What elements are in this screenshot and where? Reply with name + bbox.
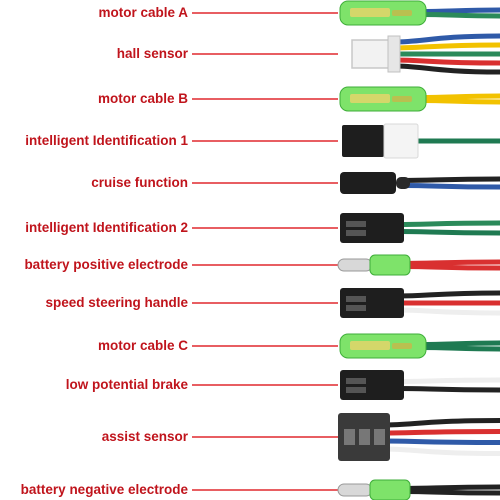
- housing-slot-icon: [346, 296, 366, 302]
- plug-flange-icon: [387, 35, 401, 73]
- wire: [419, 12, 500, 19]
- wire: [403, 264, 500, 271]
- label-motor-cable-b: motor cable B: [97, 91, 188, 106]
- wire: [403, 176, 500, 183]
- terminal-crimp-icon: [392, 10, 412, 16]
- housing-pin-icon: [374, 429, 385, 445]
- housing-slot-icon: [346, 230, 366, 236]
- wire: [397, 229, 500, 236]
- black-housing-icon: [340, 213, 404, 243]
- label-battery-positive-electrode: battery positive electrode: [24, 257, 188, 272]
- plug-sleeve-icon: [383, 123, 419, 159]
- label-hall-sensor: hall sensor: [116, 46, 188, 61]
- black-housing-icon: [340, 288, 404, 318]
- wire: [393, 63, 500, 75]
- housing-slot-icon: [346, 305, 366, 311]
- wire: [397, 220, 500, 227]
- green-sleeve-icon: [369, 479, 411, 500]
- label-motor-cable-a: motor cable A: [98, 5, 188, 20]
- wire: [383, 429, 500, 436]
- black-housing-icon: [340, 370, 404, 400]
- white-plug-icon: [351, 39, 391, 69]
- bullet-pin-icon: [337, 258, 373, 272]
- terminal-crimp-icon: [392, 96, 412, 102]
- housing-slot-icon: [346, 378, 366, 384]
- wire: [403, 489, 500, 496]
- label-low-potential-brake: low potential brake: [65, 377, 188, 392]
- green-sleeve-icon: [369, 254, 411, 276]
- wire: [419, 93, 500, 100]
- wire: [383, 418, 500, 428]
- bullet-tail-icon: [396, 177, 410, 189]
- wire: [397, 377, 500, 384]
- bullet-pin-icon: [337, 483, 373, 497]
- wire: [403, 259, 500, 266]
- label-assist-sensor: assist sensor: [101, 429, 188, 444]
- wire: [383, 438, 500, 445]
- wire: [419, 345, 500, 352]
- label-motor-cable-c: motor cable C: [97, 338, 188, 353]
- housing-slot-icon: [346, 221, 366, 227]
- wire: [403, 183, 500, 190]
- wire: [397, 307, 500, 316]
- housing-slot-icon: [346, 387, 366, 393]
- terminal-icon: [350, 8, 390, 17]
- wire: [383, 446, 500, 456]
- wire: [393, 42, 500, 51]
- wire: [393, 57, 500, 66]
- terminal-icon: [350, 94, 390, 103]
- black-bullet-icon: [340, 172, 396, 194]
- label-battery-negative-electrode: battery negative electrode: [20, 482, 188, 497]
- terminal-crimp-icon: [392, 343, 412, 349]
- label-intelligent-identification-2: intelligent Identification 2: [25, 220, 188, 235]
- wire: [419, 98, 500, 105]
- label-cruise-function: cruise function: [91, 175, 188, 190]
- label-speed-steering-handle: speed steering handle: [45, 295, 188, 310]
- wire: [403, 484, 500, 491]
- wire: [419, 340, 500, 347]
- wire: [397, 290, 500, 299]
- housing-pin-icon: [359, 429, 370, 445]
- label-intelligent-identification-1: intelligent Identification 1: [25, 133, 188, 148]
- housing-pin-icon: [344, 429, 355, 445]
- terminal-icon: [350, 341, 390, 350]
- black-plug-icon: [342, 125, 384, 157]
- wire: [397, 386, 500, 393]
- wire: [419, 7, 500, 14]
- wire: [393, 33, 500, 45]
